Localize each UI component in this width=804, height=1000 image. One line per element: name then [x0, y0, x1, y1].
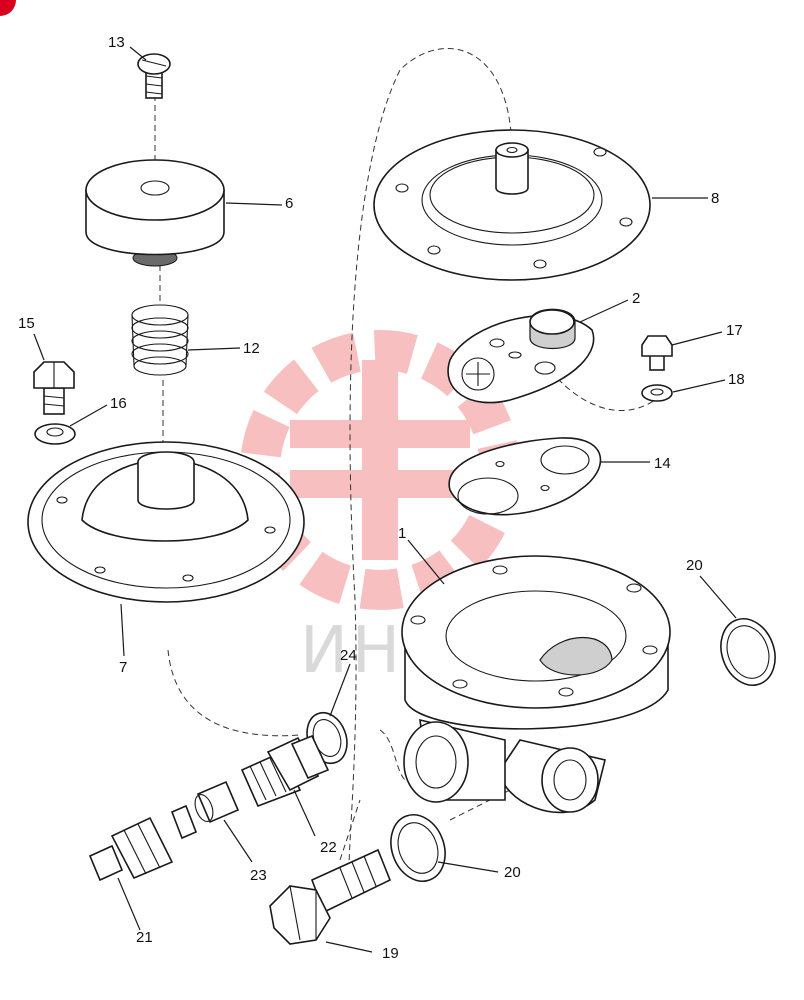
callout-14: 14 [654, 455, 671, 472]
part-20-ring-lower [390, 814, 446, 882]
callout-1: 1 [398, 525, 406, 542]
callout-2: 2 [632, 290, 640, 307]
callout-19: 19 [382, 945, 399, 962]
callout-12: 12 [243, 340, 260, 357]
callout-17: 17 [726, 322, 743, 339]
part-12-spring [131, 304, 189, 376]
part-16-washer [34, 423, 76, 445]
callout-8: 8 [711, 190, 719, 207]
callout-6: 6 [285, 195, 293, 212]
part-17-screw [641, 335, 673, 371]
part-21-nut [88, 804, 198, 882]
callout-16: 16 [110, 395, 127, 412]
part-22-fitting [240, 734, 330, 808]
callout-15: 15 [18, 315, 35, 332]
leader-lines [33, 46, 737, 953]
part-15-bolt [33, 361, 75, 415]
part-20-ring-upper [720, 618, 776, 686]
callout-18: 18 [728, 371, 745, 388]
part-1-housing [401, 555, 671, 814]
callout-24: 24 [340, 647, 357, 664]
callout-21: 21 [136, 929, 153, 946]
part-8-diaphragm [373, 129, 651, 281]
part-18-washer [641, 384, 673, 402]
part-13-screw [137, 53, 171, 99]
corner-badge [0, 0, 16, 16]
callout-13: 13 [108, 34, 125, 51]
part-7-cover [27, 441, 305, 603]
callout-7: 7 [119, 659, 127, 676]
callout-22: 22 [320, 839, 337, 856]
part-14-gasket [448, 437, 602, 516]
part-6-cap [85, 159, 225, 267]
callout-labels: 13 6 8 2 17 18 15 12 16 14 1 20 7 24 22 … [18, 34, 745, 962]
part-2-valve-plate [447, 308, 595, 404]
part-19-banjo-bolt [269, 848, 392, 945]
part-23-sleeve [194, 780, 240, 824]
callout-20-upper: 20 [686, 557, 703, 574]
callout-23: 23 [250, 867, 267, 884]
callout-20-lower: 20 [504, 864, 521, 881]
